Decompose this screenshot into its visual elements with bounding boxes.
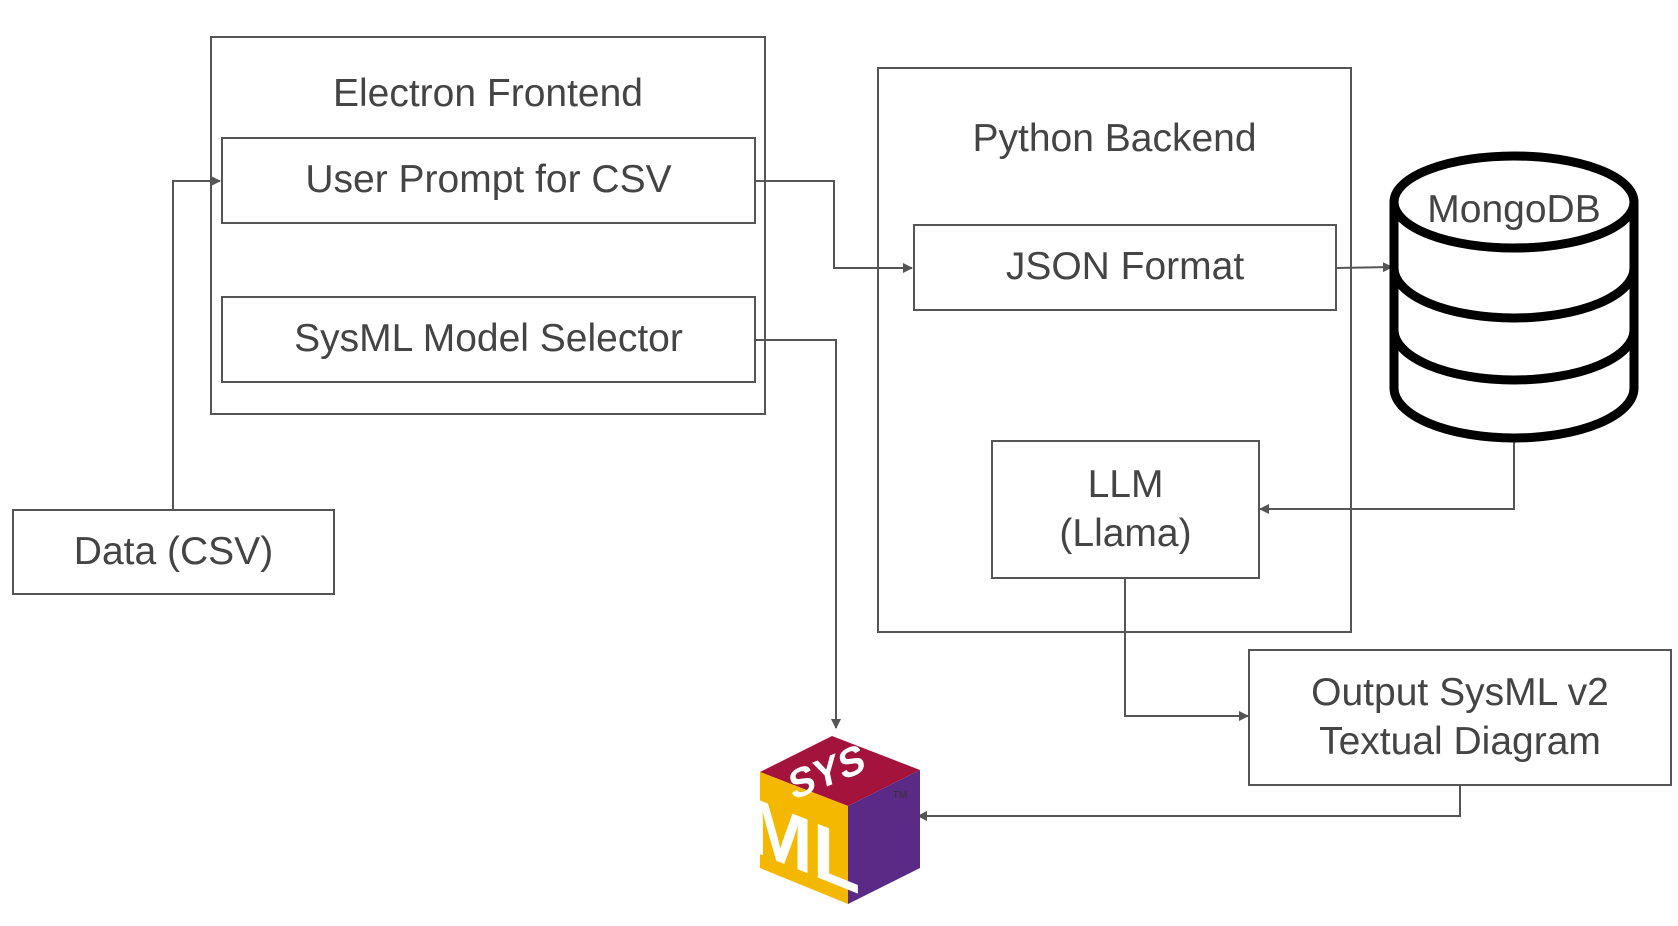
llm-box	[991, 440, 1260, 579]
database-cylinder-icon	[1389, 151, 1639, 443]
output-label-line1: Output SysML v2	[1311, 670, 1609, 714]
python-backend-title: Python Backend	[972, 117, 1257, 160]
user-prompt-label: User Prompt for CSV	[305, 158, 672, 202]
arrow-mongodb-to-llm	[1259, 438, 1515, 514]
python-backend-container	[877, 67, 1352, 633]
model-selector-box	[221, 296, 756, 383]
arrow-llm-to-output	[1124, 578, 1249, 721]
llm-label: LLM (Llama)	[991, 440, 1260, 579]
electron-frontend-container	[210, 36, 766, 415]
arrow-json-to-mongodb	[1335, 262, 1393, 273]
llm-label-line2: (Llama)	[1059, 511, 1192, 555]
arrow-selector-to-logo	[755, 339, 841, 729]
arrow-output-to-logo	[917, 785, 1461, 821]
mongodb-label: MongoDB	[1427, 188, 1601, 231]
electron-frontend-title: Electron Frontend	[332, 72, 643, 115]
user-prompt-box	[221, 137, 756, 224]
llm-label-line1: LLM	[1087, 462, 1164, 506]
sysml-logo-icon: SYS ML TM	[750, 735, 920, 906]
json-format-label: JSON Format	[1005, 245, 1245, 289]
data-csv-box	[12, 509, 335, 595]
output-label-line2: Textual Diagram	[1319, 719, 1601, 763]
json-format-box	[913, 224, 1337, 311]
output-label: Output SysML v2 Textual Diagram	[1248, 649, 1672, 786]
arrow-prompt-to-json	[755, 180, 913, 273]
data-csv-label: Data (CSV)	[73, 529, 274, 573]
arrow-data-to-prompt	[172, 176, 221, 509]
model-selector-label: SysML Model Selector	[294, 317, 683, 361]
logo-trademark: TM	[893, 790, 907, 801]
output-box	[1248, 649, 1672, 786]
